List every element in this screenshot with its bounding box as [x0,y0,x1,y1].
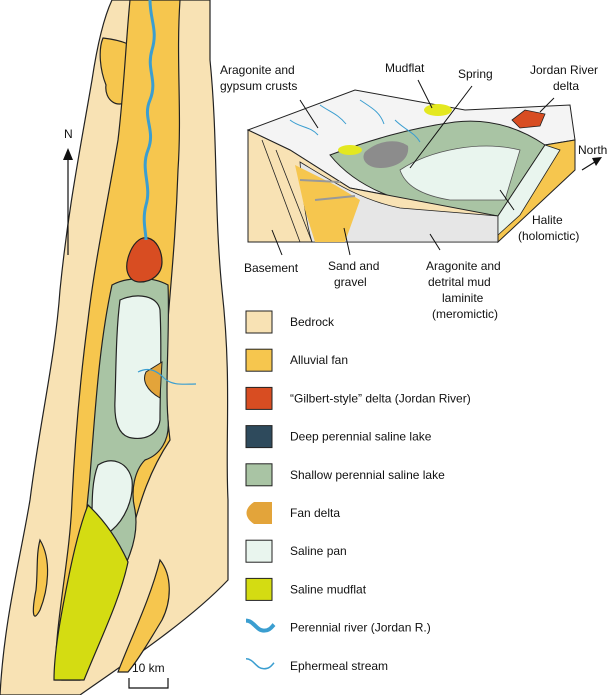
map-saline-pan-lower [91,460,133,536]
label-laminite-1: Aragonite and [426,259,501,273]
label-mudflat: Mudflat [385,61,425,75]
map-jordan-river [142,0,156,241]
block-sand-gravel [295,165,360,242]
legend-item: Deep perennial saline lake [245,425,432,449]
block-streams [289,99,421,143]
label-basement: Basement [244,261,299,275]
map-alluvial-fan-sw [32,538,49,617]
label-laminite-2: detrital mud [428,275,491,289]
block-north-arrow-head [592,157,602,166]
block-mudflat-2 [338,145,362,155]
map-saline-pan-upper [114,295,162,440]
legend-swatch [245,310,273,334]
legend-item: Saline pan [245,539,347,563]
legend-swatch [245,658,275,670]
block-spring-spot [363,141,409,168]
map-fan-delta [144,361,163,399]
label-jordan-delta-1: Jordan River [530,63,598,77]
legend-label: Bedrock [290,315,335,329]
label-aragonite-crusts-1: Aragonite and [220,63,295,77]
legend-label: Saline pan [290,544,347,558]
map: N 10 km [0,0,229,695]
legend-swatch [245,577,273,601]
label-aragonite-crusts-2: gypsum crusts [220,79,297,93]
legend-item: Fan delta [246,502,340,524]
label-sand-1: Sand and [328,259,379,273]
scale-bar [128,678,169,689]
north-label: N [64,127,73,141]
legend-swatch [245,386,273,410]
legend-item: Saline mudflat [245,577,367,601]
label-north: North [578,143,607,157]
label-laminite-3: laminite [442,291,484,305]
block-mudflat-1 [424,104,452,116]
legend-item: Bedrock [245,310,335,334]
label-sand-2: gravel [334,275,367,289]
label-halite-2: (holomictic) [518,229,579,243]
label-halite-1: Halite [532,213,563,227]
legend-label: “Gilbert-style” delta (Jordan River) [290,391,471,405]
legend-item: Perennial river (Jordan R.) [245,618,431,635]
legend-label: Alluvial fan [290,353,348,367]
block-right-lake-section [497,144,561,236]
legend-label: Shallow perennial saline lake [290,468,445,482]
legend-label: Ephermeal stream [290,659,388,673]
legend-label: Fan delta [290,506,340,520]
legend-label: Deep perennial saline lake [290,430,432,444]
legend-swatch [245,348,273,372]
legend-label: Saline mudflat [290,582,367,596]
block-flow-arrow-1 [299,179,341,183]
legend-item: Ephermeal stream [245,658,388,673]
block-flow-arrow-2 [314,195,356,201]
label-jordan-delta-2: delta [553,79,579,93]
block-faults [261,139,313,243]
legend-item: Shallow perennial saline lake [245,463,445,487]
label-laminite-4: (meromictic) [432,307,498,321]
block-leaders [271,79,555,256]
legend-item: “Gilbert-style” delta (Jordan River) [245,386,471,410]
label-spring: Spring [458,67,493,81]
block-pan-surface [399,145,521,201]
legend-swatch [245,618,276,633]
legend-item: Alluvial fan [245,348,348,372]
legend-label: Perennial river (Jordan R.) [290,621,431,635]
legend-swatch [245,463,273,487]
map-ephemeral-stream [137,368,197,385]
legend-swatch [245,425,273,449]
north-arrow-head [63,148,73,160]
block-diagram: Aragonite and gypsum crusts Mudflat Spri… [220,61,607,321]
legend-swatch [246,502,272,524]
legend-swatch [245,539,273,563]
map-gilbert-delta [126,237,163,283]
block-jordan-delta [511,109,546,129]
scale-label: 10 km [132,661,165,675]
map-saline-mudflat [53,503,129,681]
map-alluvial-fan-se [117,558,170,673]
